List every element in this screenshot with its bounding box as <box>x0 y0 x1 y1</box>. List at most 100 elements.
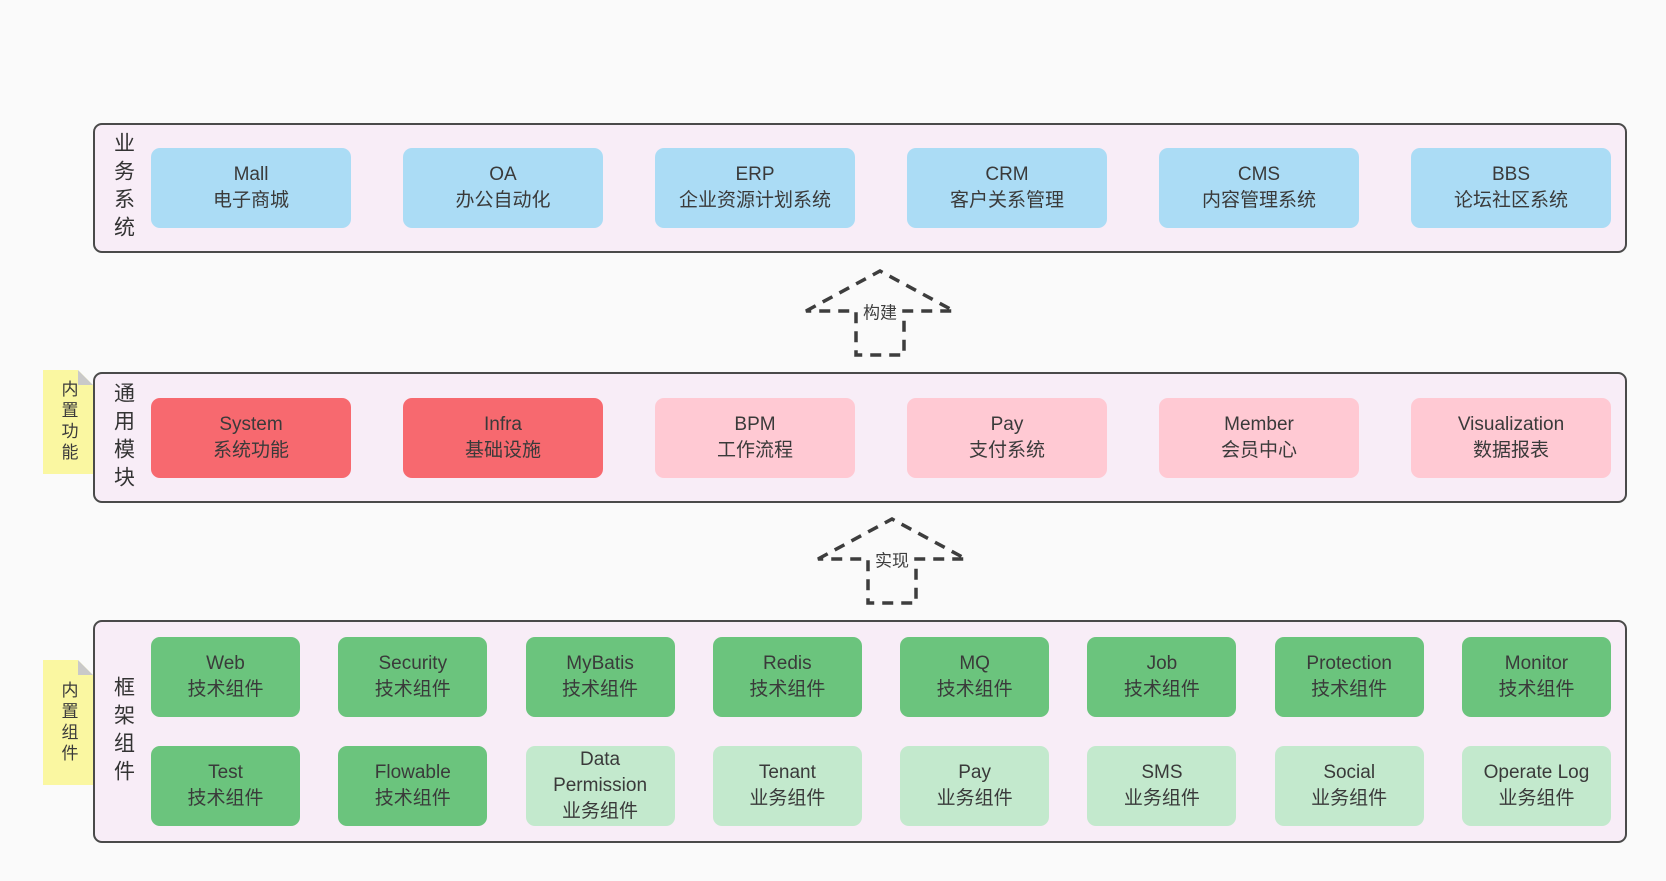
box-subtitle: 业务组件 <box>562 801 639 823</box>
box-subtitle: 技术组件 <box>374 678 451 700</box>
box-redis: Redis 技术组件 <box>712 636 862 717</box>
box-monitor: Monitor 技术组件 <box>1461 636 1611 717</box>
box-mq: MQ 技术组件 <box>900 636 1050 717</box>
box-title: OA <box>489 164 517 185</box>
layer-common-modules: 通用模块 System 系统功能 Infra 基础设施 BPM 工作流程 Pay 支付系… <box>93 372 1627 503</box>
box-operate-log: Operate Log 业务组件 <box>1461 746 1611 827</box>
box-title: Web <box>206 652 245 674</box>
box-subtitle: 技术组件 <box>1123 678 1200 700</box>
box-title: Security <box>378 652 448 674</box>
box-erp: ERP 企业资源计划系统 <box>655 148 855 228</box>
box-title: MQ <box>959 652 990 674</box>
box-title: Protection <box>1306 652 1392 674</box>
box-title: MyBatis <box>566 652 634 674</box>
box-subtitle: 业务组件 <box>1498 788 1575 810</box>
box-subtitle: 内容管理系统 <box>1201 190 1316 211</box>
box-security: Security 技术组件 <box>338 636 488 717</box>
sticky-note-built-in-features: 内置功能 <box>43 370 93 474</box>
box-subtitle: 工作流程 <box>716 439 793 461</box>
box-row: System 系统功能 Infra 基础设施 BPM 工作流程 Pay 支付系统 Mem… <box>151 374 1625 501</box>
box-subtitle: 论坛社区系统 <box>1453 190 1568 211</box>
sticky-note-built-in-components: 内置组件 <box>43 660 93 785</box>
layer-label-column: 通用模块 <box>95 374 151 501</box>
box-subtitle: 业务组件 <box>749 788 826 810</box>
box-title: ERP <box>735 164 775 185</box>
box-subtitle: 技术组件 <box>1498 678 1575 700</box>
box-social: Social 业务组件 <box>1274 746 1424 827</box>
box-subtitle: 技术组件 <box>374 788 451 810</box>
box-title: Pay <box>958 762 991 784</box>
box-title: Flowable <box>374 762 451 784</box>
box-protection: Protection 技术组件 <box>1274 636 1424 717</box>
box-row: Web 技术组件 Security 技术组件 MyBatis 技术组件 Redis 技术… <box>151 622 1625 732</box>
box-subtitle: 客户关系管理 <box>949 190 1064 211</box>
box-subtitle: 业务组件 <box>1123 788 1200 810</box>
box-title: Pay <box>990 413 1024 435</box>
box-system: System 系统功能 <box>151 397 351 478</box>
box-title: Visualization <box>1457 413 1565 435</box>
box-subtitle: 业务组件 <box>936 788 1013 810</box>
arrow-build: 构建 <box>800 267 960 359</box>
box-rows: Web 技术组件 Security 技术组件 MyBatis 技术组件 Redis 技术… <box>151 622 1625 841</box>
box-title: Job <box>1146 652 1178 674</box>
box-title: Operate Log <box>1483 762 1590 784</box>
box-subtitle: 电子商城 <box>212 190 289 211</box>
box-subtitle: 技术组件 <box>936 678 1013 700</box>
box-subtitle: 基础设施 <box>464 439 541 461</box>
layer-framework-components: 框架组件 Web 技术组件 Security 技术组件 MyBatis 技术组件 Re… <box>93 620 1627 843</box>
box-title: Infra <box>483 413 523 435</box>
up-arrow-icon <box>817 517 967 605</box>
box-oa: OA 办公自动化 <box>403 148 603 228</box>
box-title: SMS <box>1141 762 1183 784</box>
box-title: Redis <box>763 652 812 674</box>
box-title: BBS <box>1491 164 1531 185</box>
box-bpm: BPM 工作流程 <box>655 397 855 478</box>
box-visualization: Visualization 数据报表 <box>1411 397 1611 478</box>
sticky-note-label: 内置组件 <box>58 680 78 765</box>
box-subtitle: 办公自动化 <box>455 190 551 211</box>
layer-label: 业务系统 <box>111 132 135 244</box>
arrow-implement: 实现 <box>812 515 972 607</box>
box-pay: Pay 支付系统 <box>907 397 1107 478</box>
up-arrow-icon <box>805 269 955 357</box>
box-mybatis: MyBatis 技术组件 <box>525 636 675 717</box>
box-subtitle: 技术组件 <box>562 678 639 700</box>
folded-corner-icon <box>78 370 93 385</box>
arrow-implement-label: 实现 <box>871 545 913 573</box>
layer-label: 通用模块 <box>111 381 135 494</box>
box-pay-business: Pay 业务组件 <box>900 746 1050 827</box>
box-title: CRM <box>985 164 1029 185</box>
box-title: System <box>219 413 283 435</box>
layer-label: 框架组件 <box>111 675 135 788</box>
box-crm: CRM 客户关系管理 <box>907 148 1107 228</box>
folded-corner-icon <box>78 660 93 675</box>
layer-label-column: 业务系统 <box>95 125 151 251</box>
box-title: Data Permission <box>553 749 648 797</box>
box-subtitle: 企业资源计划系统 <box>678 190 831 211</box>
box-title: BPM <box>734 413 776 435</box>
arrow-build-label: 构建 <box>859 297 901 325</box>
box-data-permission: Data Permission 业务组件 <box>525 746 675 827</box>
box-job: Job 技术组件 <box>1087 636 1237 717</box>
box-web: Web 技术组件 <box>151 636 300 717</box>
box-title: Social <box>1323 762 1376 784</box>
box-subtitle: 业务组件 <box>1311 788 1388 810</box>
box-subtitle: 技术组件 <box>749 678 826 700</box>
box-subtitle: 支付系统 <box>968 439 1045 461</box>
box-title: Monitor <box>1504 652 1569 674</box>
box-flowable: Flowable 技术组件 <box>338 746 488 827</box>
box-title: Test <box>208 762 243 784</box>
box-subtitle: 系统功能 <box>212 439 289 461</box>
box-subtitle: 技术组件 <box>1311 678 1388 700</box>
box-title: CMS <box>1237 164 1281 185</box>
box-subtitle: 会员中心 <box>1220 439 1297 461</box>
box-subtitle: 技术组件 <box>187 678 264 700</box>
box-infra: Infra 基础设施 <box>403 397 603 478</box>
box-subtitle: 数据报表 <box>1472 439 1549 461</box>
